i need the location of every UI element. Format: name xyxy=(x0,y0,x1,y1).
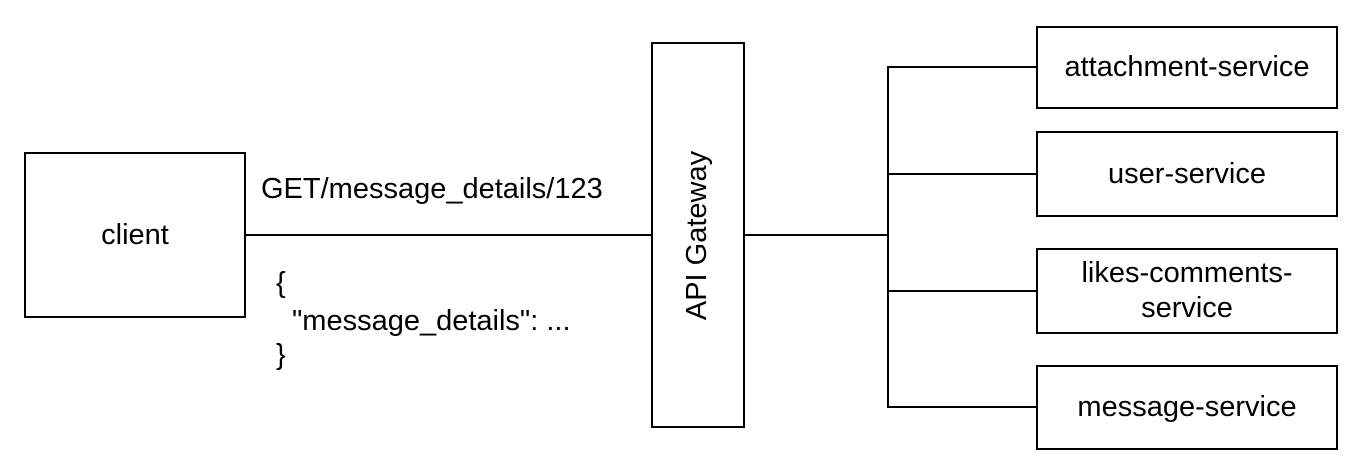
client-box: client xyxy=(24,152,246,318)
user-service-label: user-service xyxy=(1108,157,1266,190)
request-label: GET/message_details/123 xyxy=(261,173,603,205)
response-body: "message_details": ... xyxy=(292,305,571,337)
client-gateway-connector xyxy=(246,234,652,236)
gateway-bus-connector xyxy=(745,234,889,236)
response-open-brace: { xyxy=(276,267,286,299)
attachment-service-label: attachment-service xyxy=(1064,51,1310,83)
message-service-label: message-service xyxy=(1077,391,1297,423)
api-gateway-box: API Gateway xyxy=(651,42,745,428)
response-close-brace: } xyxy=(276,339,286,371)
api-gateway-label: API Gateway xyxy=(681,150,714,320)
user-service-box: user-service xyxy=(1036,131,1338,217)
client-label: client xyxy=(101,218,169,251)
message-service-box: message-service xyxy=(1036,365,1338,450)
service-bus-line xyxy=(887,66,889,408)
attachment-service-box: attachment-service xyxy=(1036,26,1338,109)
likes-comments-service-label: likes-comments- service xyxy=(1081,257,1293,324)
branch-likes-comments-service xyxy=(887,290,1037,292)
branch-message-service xyxy=(887,406,1037,408)
branch-user-service xyxy=(887,173,1037,175)
likes-comments-service-box: likes-comments- service xyxy=(1036,248,1338,334)
branch-attachment-service xyxy=(887,66,1037,68)
